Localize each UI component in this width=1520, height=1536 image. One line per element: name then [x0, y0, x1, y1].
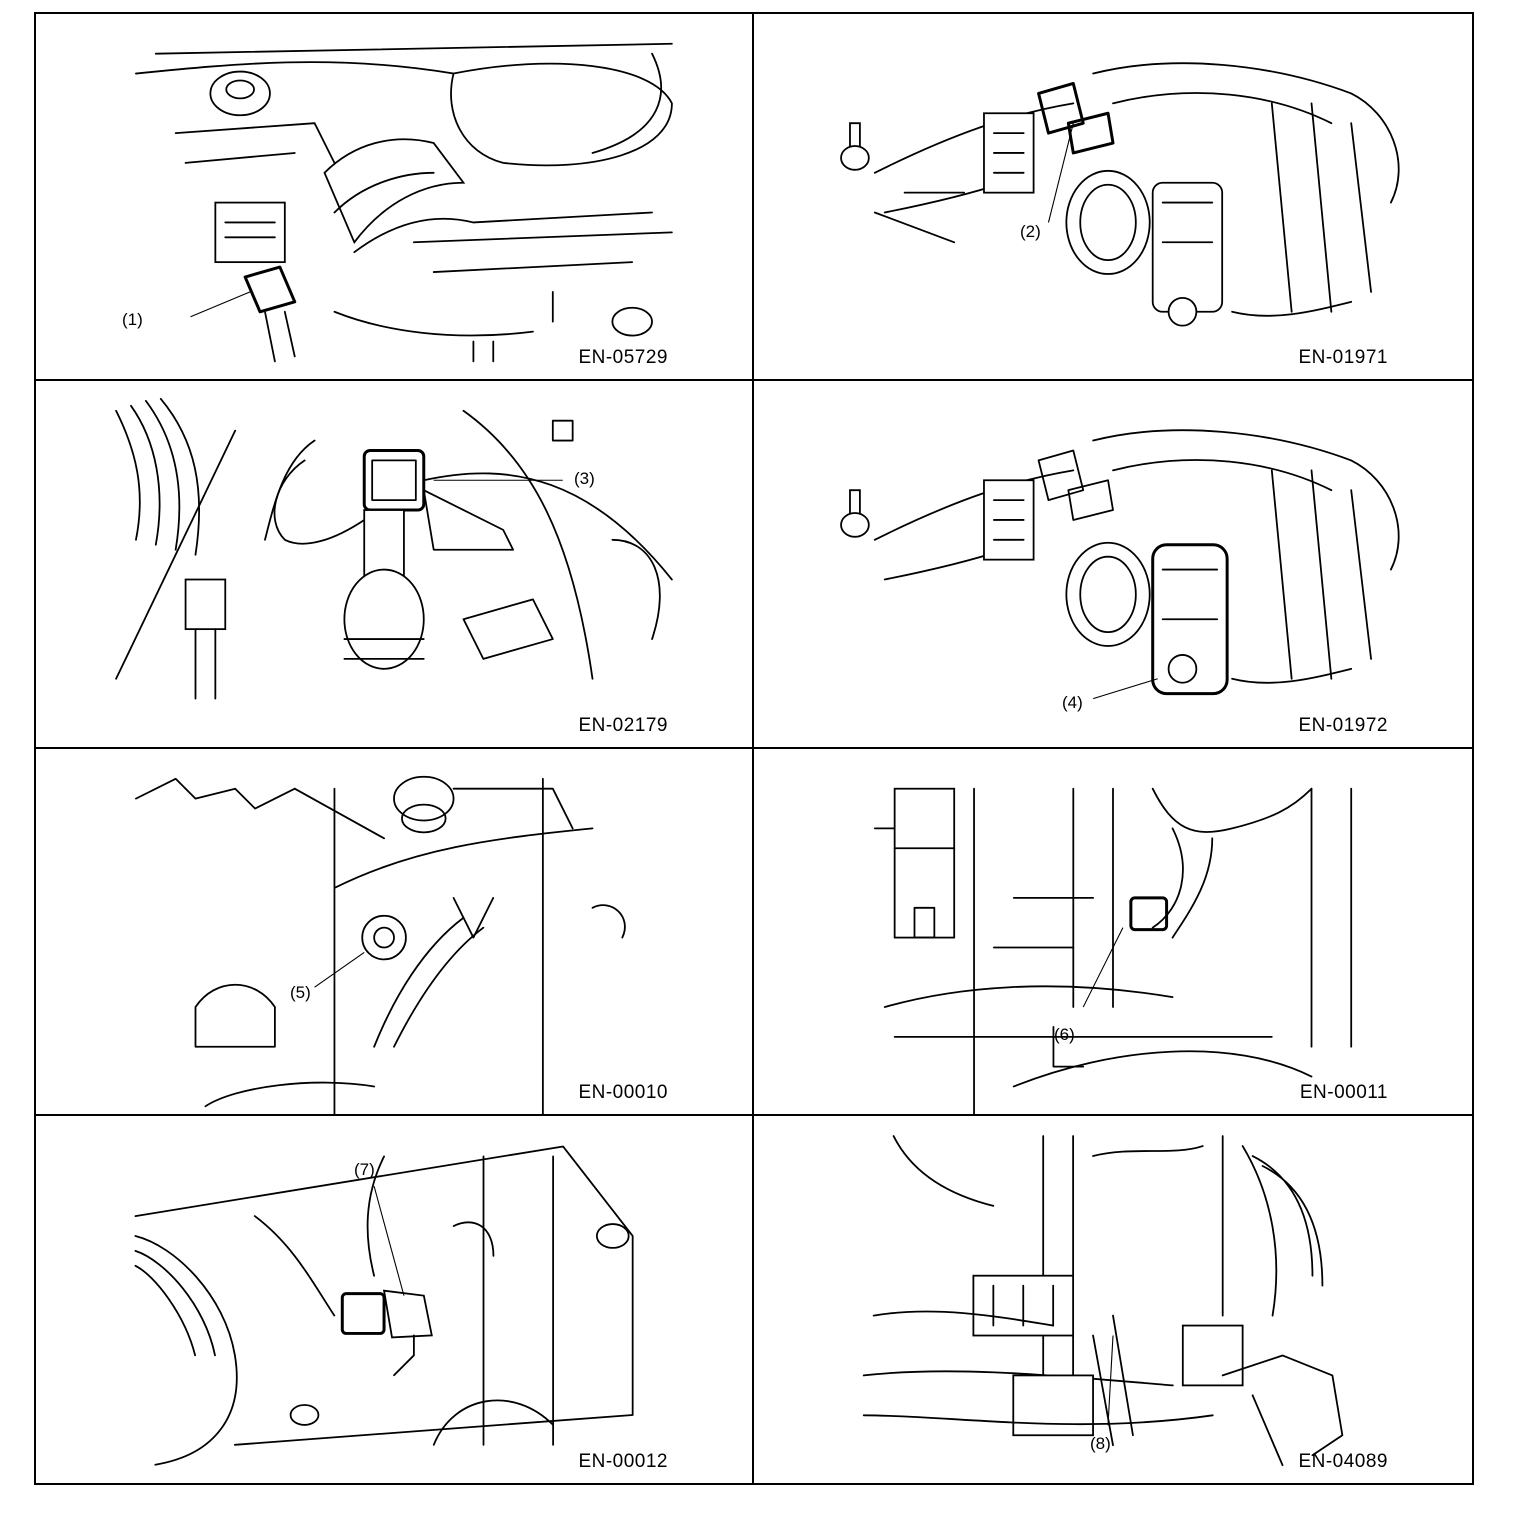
figure-code: EN-01971 [1298, 347, 1388, 369]
panel-connector-8: (8) EN-04089 [754, 1116, 1472, 1483]
callout-label: (3) [574, 469, 595, 489]
callout-label: (8) [1090, 1433, 1111, 1453]
panel-sensor-7: (7) EN-00012 [36, 1115, 754, 1483]
engine-bay-drawing-2 [840, 62, 1400, 327]
panel-engine-bay-connector-1: (1) EN-05729 [36, 14, 754, 382]
figure-code: EN-05729 [578, 347, 668, 369]
figure-code: EN-02179 [578, 714, 668, 736]
panel-connector-6: (6) EN-00011 [754, 749, 1472, 1116]
engine-bay-drawing-4 [840, 429, 1400, 700]
figure-code: EN-01972 [1298, 714, 1388, 736]
engine-bay-drawing-1 [135, 42, 673, 363]
callout-label: (6) [1054, 1024, 1075, 1044]
figure-code: EN-04089 [1298, 1451, 1388, 1472]
engine-bay-drawing-7 [134, 1145, 634, 1466]
engine-bay-drawing-6 [873, 787, 1353, 1114]
engine-bay-drawing-8 [862, 1134, 1344, 1466]
panel-sensor-5: (5) EN-00010 [36, 748, 754, 1116]
figure-code: EN-00010 [578, 1081, 668, 1103]
panel-sensor-connector-3: (3) EN-02179 [36, 381, 754, 749]
callout-label: (2) [1020, 222, 1041, 241]
panel-throttle-body-connector-2: (2) EN-01971 [754, 14, 1472, 382]
callout-label: (1) [122, 310, 143, 329]
figure-code: EN-00011 [1299, 1081, 1388, 1103]
engine-bay-drawing-3 [115, 398, 673, 700]
callout-label: (7) [354, 1159, 375, 1179]
panel-throttle-sensor-4: (4) EN-01972 [754, 381, 1472, 749]
figure-code: EN-00012 [578, 1451, 668, 1472]
illustration-grid: (1) EN-05729 (2) EN-01971 [34, 12, 1474, 1485]
callout-label: (4) [1062, 693, 1083, 713]
engine-bay-drawing-5 [135, 775, 626, 1114]
callout-label: (5) [290, 982, 311, 1002]
